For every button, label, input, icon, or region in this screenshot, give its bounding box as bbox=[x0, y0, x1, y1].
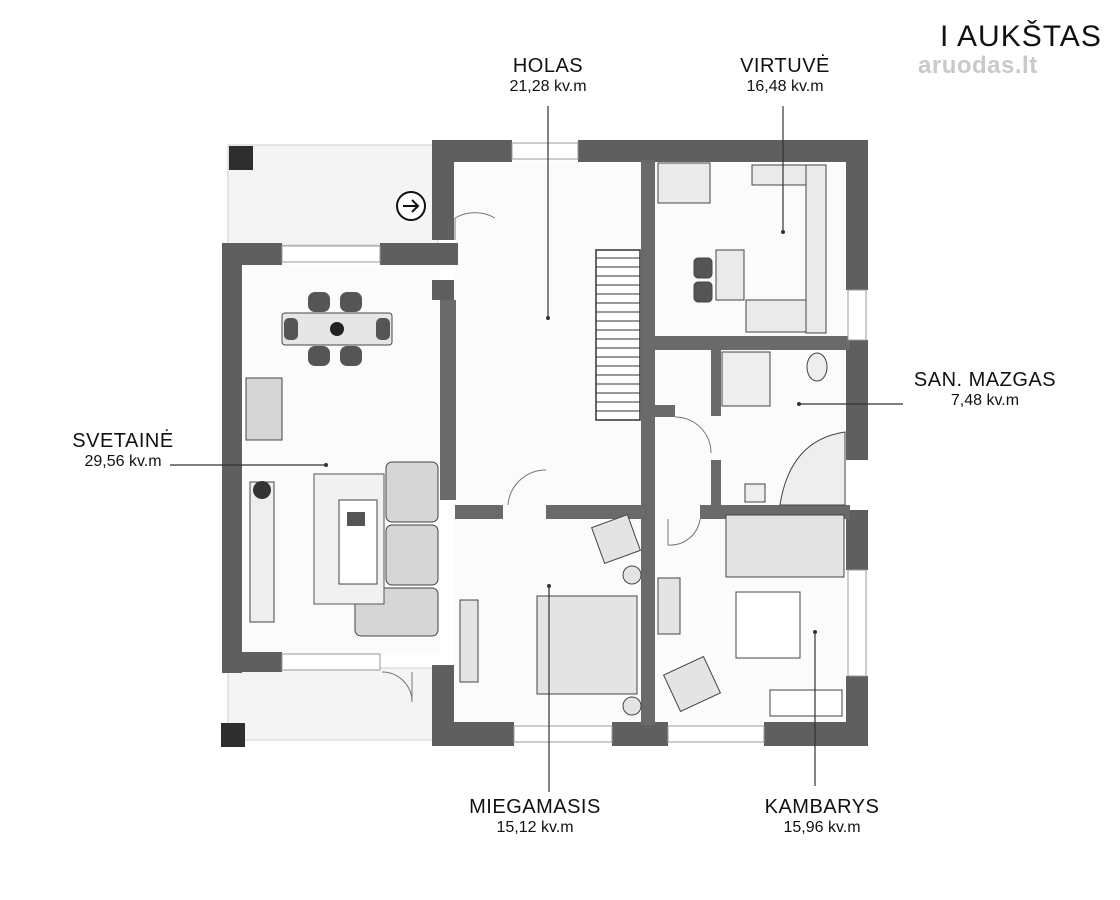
terrace-bottom bbox=[227, 667, 439, 741]
room-label-holas: HOLAS 21,28 kv.m bbox=[488, 56, 608, 96]
windows bbox=[281, 142, 867, 743]
kitchen-counter bbox=[657, 162, 827, 334]
room-name: KAMBARYS bbox=[764, 796, 880, 818]
floor-title: I AUKŠTAS bbox=[940, 20, 1102, 53]
bedroom-furniture bbox=[459, 514, 642, 716]
inner-walls bbox=[440, 160, 850, 725]
room-name: VIRTUVĖ bbox=[740, 55, 830, 77]
rug-coffee-table bbox=[313, 473, 385, 605]
leader-lines bbox=[170, 106, 903, 792]
watermark: aruodas.lt bbox=[918, 52, 1038, 79]
room-area: 15,96 kv.m bbox=[783, 819, 861, 836]
room-area: 7,48 kv.m bbox=[950, 392, 1020, 409]
room-label-virtuve: VIRTUVĖ 16,48 kv.m bbox=[720, 56, 850, 96]
room-name: MIEGAMASIS bbox=[469, 796, 601, 818]
tv-unit bbox=[249, 481, 275, 623]
dining-set bbox=[281, 292, 393, 366]
room-label-svetaine: SVETAINĖ 29,56 kv.m bbox=[48, 431, 198, 471]
doors bbox=[381, 212, 712, 703]
room-area: 15,12 kv.m bbox=[496, 819, 574, 836]
room-name: SAN. MAZGAS bbox=[913, 369, 1057, 391]
bathroom-fixtures bbox=[721, 351, 846, 506]
room-label-miegamasis: MIEGAMASIS 15,12 kv.m bbox=[450, 797, 620, 837]
room-area: 16,48 kv.m bbox=[746, 78, 824, 95]
terrace-post-top bbox=[229, 146, 253, 170]
room-label-kambarys: KAMBARYS 15,96 kv.m bbox=[742, 797, 902, 837]
terrace-post-bottom bbox=[221, 723, 245, 747]
room-area: 29,56 kv.m bbox=[84, 453, 162, 470]
room-label-san-mazgas: SAN. MAZGAS 7,48 kv.m bbox=[895, 370, 1075, 410]
leader-dots bbox=[324, 230, 817, 634]
room-name: HOLAS bbox=[512, 55, 584, 77]
room-name: SVETAINĖ bbox=[72, 430, 174, 452]
entrance-arrow-icon bbox=[396, 191, 426, 221]
room-area: 21,28 kv.m bbox=[509, 78, 587, 95]
kambarys-furniture bbox=[657, 514, 845, 717]
outer-walls bbox=[222, 140, 868, 746]
staircase bbox=[595, 249, 641, 421]
